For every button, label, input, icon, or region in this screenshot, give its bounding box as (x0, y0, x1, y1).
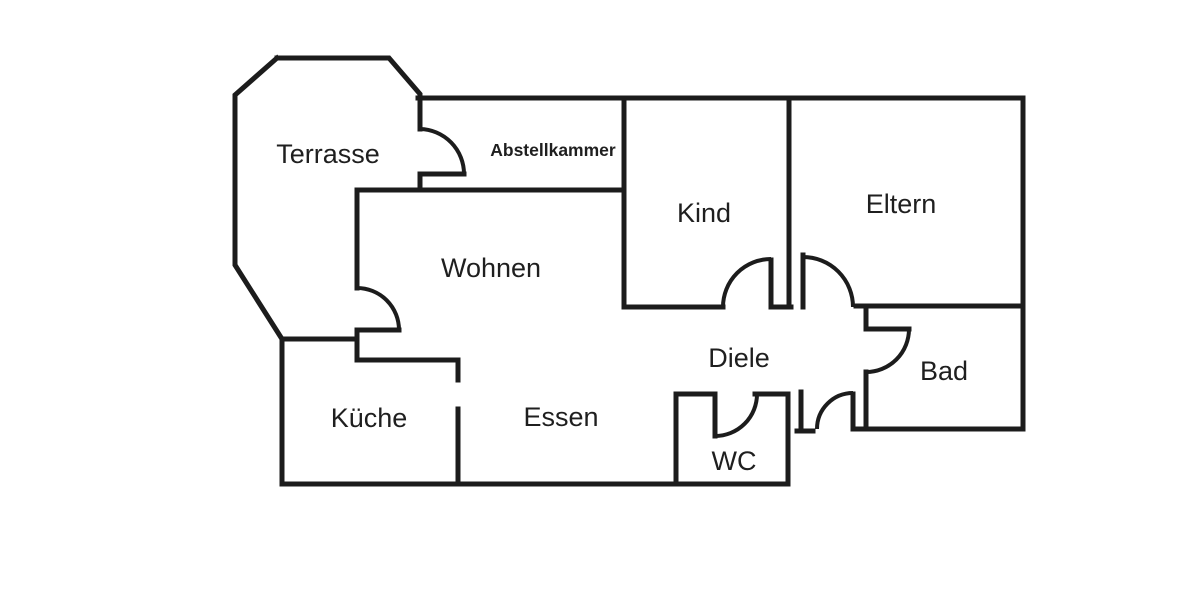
doors (354, 127, 912, 439)
door-wc (712, 391, 759, 439)
door-eltern (800, 252, 855, 310)
wall-kueche-essen (354, 357, 461, 487)
door-arc-terrasse-wohnen (356, 286, 401, 331)
wall-kind (621, 95, 794, 310)
room-labels: Terrasse Abstellkammer Kind Eltern Wohne… (276, 139, 968, 476)
walls (232, 54, 1026, 487)
door-arc-kind (721, 257, 772, 308)
door-arc-entrance (815, 391, 854, 430)
door-arc-terrasse-abstellkammer (419, 127, 466, 175)
wall-wc (673, 391, 791, 487)
room-label-kind: Kind (677, 198, 731, 228)
room-label-wc: WC (712, 446, 757, 476)
wall-terrasse-outline (232, 54, 423, 343)
door-arc-wc (714, 393, 759, 438)
wall-entrance-jamb (794, 389, 816, 434)
door-kind (721, 257, 774, 310)
door-bad (863, 326, 912, 374)
room-label-abstellkammer: Abstellkammer (490, 140, 616, 160)
room-label-bad: Bad (920, 356, 968, 386)
door-entrance (815, 391, 856, 432)
door-arc-bad (865, 328, 911, 374)
room-label-wohnen: Wohnen (441, 253, 541, 283)
wall-kueche-outer (279, 336, 360, 487)
door-terrasse-abstellkammer (417, 127, 467, 177)
door-arc-eltern (802, 255, 855, 308)
room-label-terrasse: Terrasse (276, 139, 380, 169)
wall-bad-eltern (851, 303, 1026, 432)
room-label-kueche: Küche (331, 403, 408, 433)
room-label-eltern: Eltern (866, 189, 937, 219)
room-label-essen: Essen (523, 402, 598, 432)
room-label-diele: Diele (708, 343, 770, 373)
door-terrasse-wohnen (354, 286, 402, 333)
